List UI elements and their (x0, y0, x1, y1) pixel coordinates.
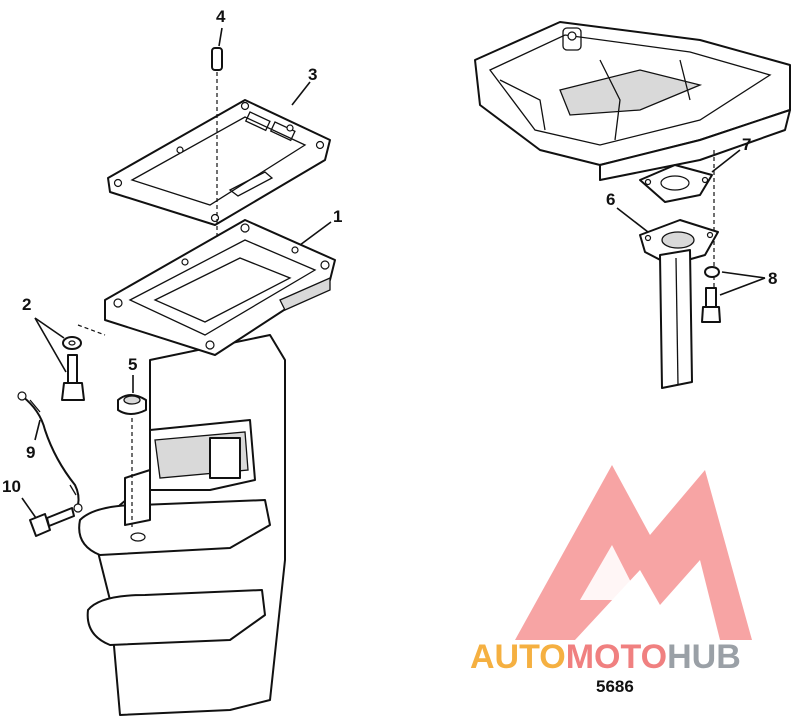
callout-5: 5 (128, 355, 137, 374)
watermark-logo (515, 465, 752, 640)
callout-9: 9 (26, 443, 35, 462)
watermark-text: AUTOMOTOHUB (470, 638, 741, 676)
watermark-auto: AUTO (470, 638, 566, 676)
callout-10: 10 (2, 477, 21, 496)
exhaust-tube (639, 219, 719, 389)
callouts: 1 2 3 4 5 6 7 8 9 10 (2, 7, 777, 496)
dowel-pin (211, 47, 223, 240)
watermark-moto: MOTO (566, 638, 667, 676)
screw (29, 507, 75, 537)
leader-lines (21, 27, 766, 519)
watermark-hub: HUB (667, 638, 741, 676)
driveshaft-housing (78, 219, 336, 716)
flange-holes (113, 223, 330, 350)
gasket (107, 99, 331, 226)
callout-8: 8 (768, 269, 777, 288)
callout-7: 7 (742, 135, 751, 154)
small-gasket (639, 164, 713, 203)
callout-2: 2 (22, 295, 31, 314)
callout-3: 3 (308, 65, 317, 84)
washer-and-bolt (61, 324, 106, 401)
adapter-plate-assembly (474, 21, 791, 320)
callout-6: 6 (606, 190, 615, 209)
washer-and-bolt-right (701, 266, 721, 323)
figure-number: 5686 (596, 677, 634, 696)
callout-4: 4 (216, 7, 226, 26)
plug (117, 394, 147, 530)
callout-1: 1 (333, 207, 342, 226)
gasket-holes (113, 101, 325, 223)
ground-strap (17, 391, 83, 513)
